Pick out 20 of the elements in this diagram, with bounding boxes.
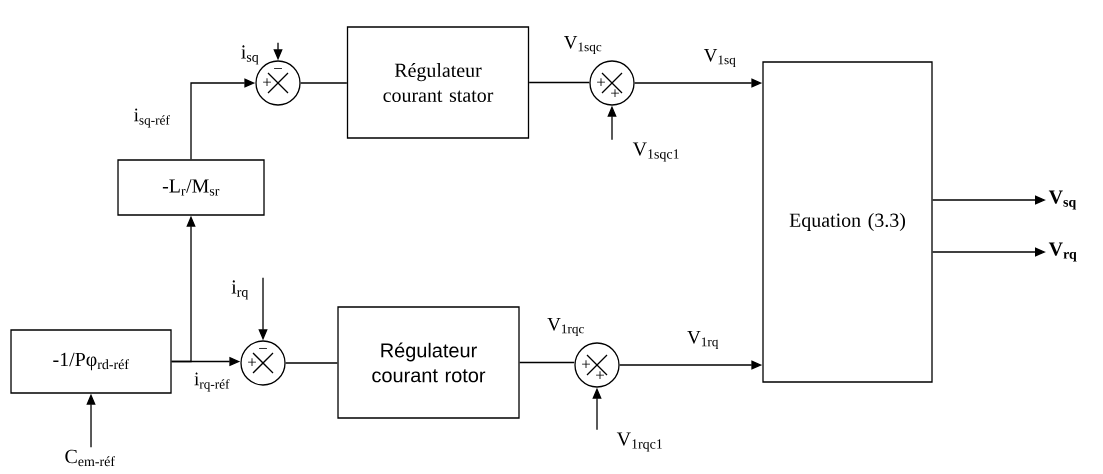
edge-label: V$_{1rq}$ bbox=[687, 331, 719, 349]
summing-junction: + + bbox=[589, 60, 635, 106]
edge-label: i$_{sq-réf}$ bbox=[134, 108, 170, 128]
edge-label: V$_{1sqc}$ bbox=[564, 36, 602, 54]
edge-label: i$_{rq-réf}$ bbox=[194, 372, 230, 392]
signal-label: V$_{1sqc1}$ bbox=[632, 142, 679, 162]
block-box: -L$_{r}$/M$_{sr}$ bbox=[117, 159, 265, 216]
signal-label: V$_{1rqc1}$ bbox=[616, 432, 662, 452]
block-box: Régulateur courant stator bbox=[346, 26, 530, 139]
block-box: Régulateur courant rotor bbox=[337, 306, 520, 419]
summing-junction: + − bbox=[240, 340, 286, 386]
signal-label: C$_{em-réf}$ bbox=[65, 449, 115, 467]
block-box: Equation (3.3) bbox=[762, 61, 933, 383]
signal-label: V$_{sq}$ bbox=[1048, 190, 1077, 210]
signal-label: i$_{rq}$ bbox=[231, 280, 249, 300]
edge-label: V$_{1sq}$ bbox=[703, 49, 736, 67]
summing-junction: + + bbox=[574, 342, 620, 388]
edge-label: V$_{1rqc}$ bbox=[547, 318, 584, 336]
signal-label: V$_{rq}$ bbox=[1048, 242, 1077, 262]
block-box: -1/Pφ$_{rd-réf}$ bbox=[10, 329, 172, 394]
